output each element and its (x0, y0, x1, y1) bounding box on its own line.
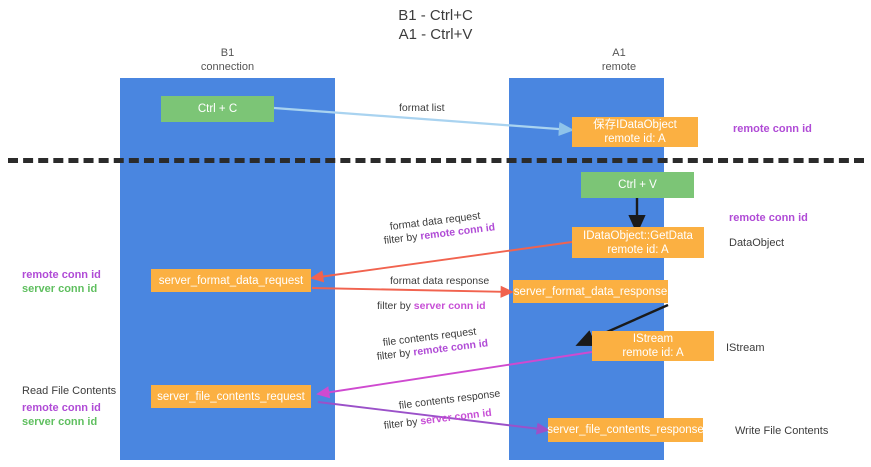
node-istream-line2: remote id: A (622, 347, 684, 359)
node-save-idataobject[interactable]: 保存IDataObject remote id: A (572, 117, 698, 147)
node-idataobject-getdata-line2: remote id: A (607, 243, 669, 256)
edge-label-format-list: format list (399, 102, 445, 114)
column-header-b1-name: B1 (220, 47, 235, 59)
column-header-a1: A1 remote (509, 46, 729, 74)
node-server-file-contents-response[interactable]: server_file_contents_response (547, 418, 704, 442)
node-idataobject-getdata[interactable]: IDataObject::GetData remote id: A (572, 227, 704, 258)
node-server-format-data-response-label: server_format_data_response (513, 285, 668, 298)
filter-key-server-conn-id: server conn id (413, 300, 486, 312)
annotation-write-file-contents: Write File Contents (735, 425, 829, 437)
node-server-file-contents-request-label: server_file_contents_request (157, 390, 305, 403)
edge-file-contents-response (317, 401, 550, 435)
node-server-format-data-response[interactable]: server_format_data_response (513, 280, 668, 303)
node-ctrl-v[interactable]: Ctrl + V (581, 172, 694, 198)
node-istream-line1: IStream (632, 333, 674, 345)
node-ctrl-c[interactable]: Ctrl + C (161, 96, 274, 122)
annotation-left-server-conn-id-bottom: server conn id (22, 416, 98, 428)
edge-file-contents-request (316, 351, 593, 399)
edge-label-format-data-response-filter: filter by server conn id (377, 299, 486, 313)
node-ctrl-v-label: Ctrl + V (618, 179, 657, 191)
node-server-file-contents-response-label: server_file_contents_response (547, 424, 704, 436)
edge-format-data-request (310, 241, 573, 283)
edge-format-data-response (311, 285, 514, 298)
column-header-b1-role: connection (200, 61, 255, 73)
section-divider (8, 158, 864, 163)
column-header-a1-name: A1 (612, 47, 626, 59)
node-server-file-contents-request[interactable]: server_file_contents_request (151, 385, 311, 408)
column-header-a1-role: remote (601, 61, 637, 73)
annotation-left-remote-conn-id-mid: remote conn id (22, 269, 101, 281)
edge-format-list (273, 106, 575, 137)
node-istream[interactable]: IStream remote id: A (592, 331, 714, 361)
annotation-dataobject: DataObject (729, 237, 785, 249)
title-line-2: A1 - Ctrl+V (398, 26, 473, 43)
title-line-1: B1 - Ctrl+C (398, 7, 473, 24)
filter-prefix: filter by (377, 300, 414, 312)
node-save-idataobject-line1: 保存IDataObject (593, 119, 677, 131)
node-ctrl-c-label: Ctrl + C (197, 103, 238, 115)
node-idataobject-getdata-line1: IDataObject::GetData (583, 229, 693, 242)
annotation-left-remote-conn-id-bottom: remote conn id (22, 402, 101, 414)
annotation-remote-conn-id-top: remote conn id (733, 123, 812, 135)
node-save-idataobject-line2: remote id: A (604, 133, 666, 145)
diagram-title: B1 - Ctrl+C A1 - Ctrl+V (0, 6, 871, 44)
annotation-left-server-conn-id-mid: server conn id (22, 283, 98, 295)
edge-label-format-data-response: format data response (390, 275, 490, 287)
node-server-format-data-request[interactable]: server_format_data_request (151, 269, 311, 292)
annotation-read-file-contents: Read File Contents (22, 385, 117, 397)
node-server-format-data-request-label: server_format_data_request (158, 274, 304, 287)
column-header-b1: B1 connection (120, 46, 335, 74)
annotation-remote-conn-id-mid: remote conn id (729, 212, 808, 224)
annotation-istream: IStream (726, 342, 765, 354)
